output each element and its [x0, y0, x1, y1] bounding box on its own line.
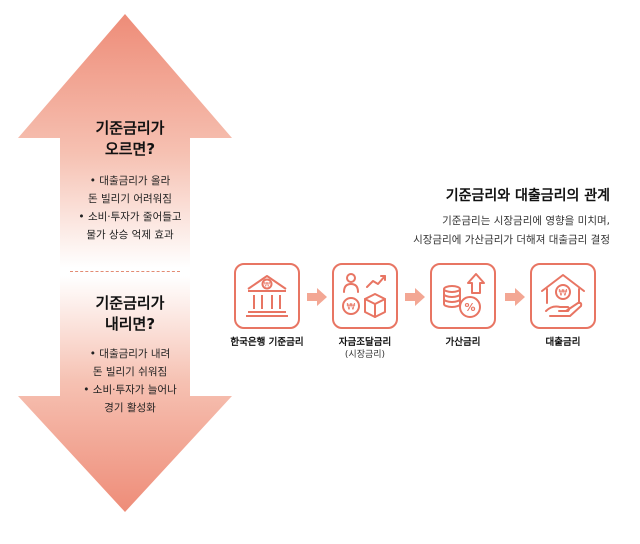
flow-arrow-icon	[505, 288, 525, 306]
step-base-rate-text: 한국은행 기준금리	[230, 337, 304, 348]
step-added-rate-text: 가산금리	[445, 337, 481, 348]
step-label-added-rate: 가산금리	[408, 336, 518, 349]
step-funding-rate: ₩	[332, 263, 398, 329]
step-base-rate: ₩	[234, 263, 300, 329]
rate-up-effect-4: 물가 상승 억제 효과	[86, 229, 174, 241]
step-label-base-rate: 한국은행 기준금리	[212, 336, 322, 349]
rate-up-title: 기준금리가 오르면?	[40, 118, 220, 160]
percent-symbol: %	[464, 301, 475, 314]
rate-down-effect-1: • 대출금리가 내려	[89, 348, 171, 360]
rate-up-effects: • 대출금리가 올라 돈 빌리기 어려워짐 • 소비·투자가 줄어들고 물가 상…	[40, 172, 220, 244]
rate-down-title: 기준금리가 내리면?	[40, 293, 220, 335]
won-symbol: ₩	[559, 289, 568, 299]
flow-arrow-icon	[405, 288, 425, 306]
step-label-loan-rate: 대출금리	[508, 336, 618, 349]
market-rate-icon: ₩	[342, 273, 386, 318]
step-funding-rate-sub: (시장금리)	[344, 350, 386, 360]
bank-icon: ₩	[246, 275, 288, 317]
rate-down-effect-3: • 소비·투자가 늘어나	[83, 384, 177, 396]
rate-down-title-line1: 기준금리가	[95, 294, 165, 312]
won-symbol: ₩	[264, 282, 270, 289]
description-line-2: 시장금리에 가산금리가 더해져 대출금리 결정	[413, 234, 610, 246]
step-loan-rate: ₩	[530, 263, 596, 329]
rate-down-effect-2: 돈 빌리기 쉬워짐	[92, 366, 168, 378]
rate-down-effects: • 대출금리가 내려 돈 빌리기 쉬워짐 • 소비·투자가 늘어나 경기 활성화	[40, 345, 220, 417]
won-symbol: ₩	[347, 303, 356, 313]
loan-rate-icon: ₩	[541, 274, 585, 317]
relationship-title: 기준금리와 대출금리의 관계	[445, 188, 610, 204]
description-line-1: 기준금리는 시장금리에 영향을 미치며,	[442, 215, 610, 227]
up-arrow-shape	[18, 14, 232, 268]
dashed-divider	[70, 271, 180, 272]
flow-arrow-icon	[307, 288, 327, 306]
relationship-description: 기준금리는 시장금리에 영향을 미치며, 시장금리에 가산금리가 더해져 대출금…	[360, 212, 610, 250]
step-added-rate: %	[430, 263, 496, 329]
rate-up-effect-1: • 대출금리가 올라	[89, 175, 171, 187]
rate-down-effect-4: 경기 활성화	[104, 402, 156, 414]
step-label-funding-rate: 자금조달금리 (시장금리)	[310, 336, 420, 362]
rate-up-title-line1: 기준금리가	[95, 119, 165, 137]
step-funding-rate-text: 자금조달금리	[338, 337, 392, 348]
rate-down-title-line2: 내리면?	[104, 315, 156, 333]
rate-up-effect-2: 돈 빌리기 어려워짐	[88, 193, 172, 205]
added-rate-icon: %	[443, 273, 485, 318]
down-arrow-shape	[18, 276, 232, 512]
rate-up-effect-3: • 소비·투자가 줄어들고	[78, 211, 182, 223]
step-loan-rate-text: 대출금리	[545, 337, 581, 348]
rate-up-title-line2: 오르면?	[104, 140, 156, 158]
